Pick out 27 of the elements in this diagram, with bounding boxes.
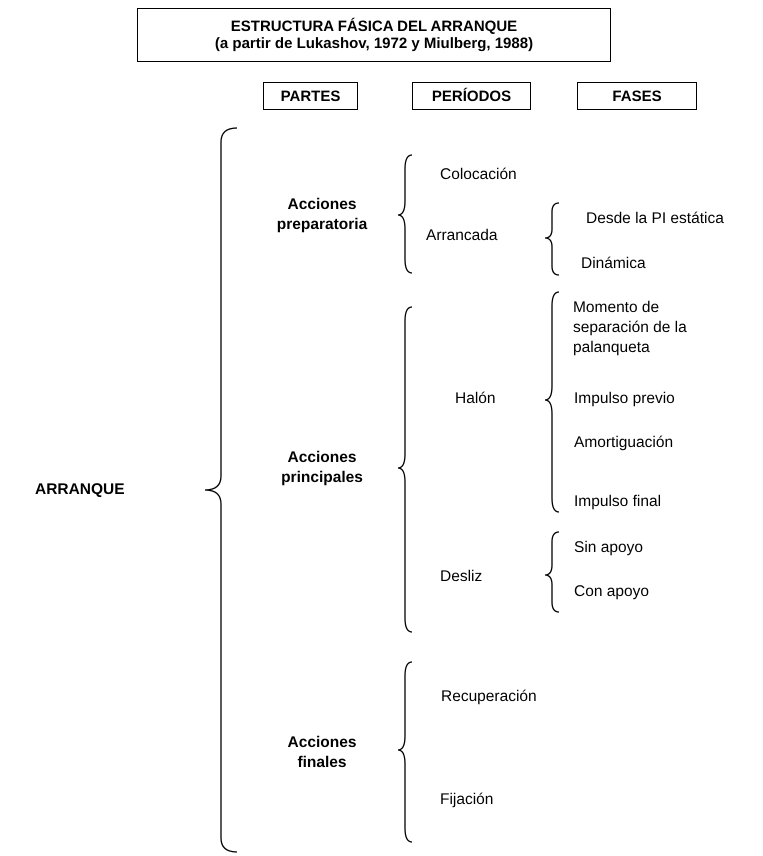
phase-label: Halón bbox=[455, 389, 496, 409]
title-box bbox=[137, 8, 611, 62]
phase-label: Desliz bbox=[440, 567, 482, 587]
phase-label: Con apoyo bbox=[574, 582, 649, 602]
column-header-box bbox=[412, 82, 531, 110]
column-header-box bbox=[577, 82, 697, 110]
category-label: Acciones principales bbox=[280, 448, 364, 488]
title: ESTRUCTURA FÁSICA DEL ARRANQUE bbox=[230, 18, 518, 35]
phase-label: Amortiguación bbox=[574, 433, 674, 453]
phase-label: Desde la PI estática bbox=[586, 209, 724, 229]
category-label: ARRANQUE bbox=[35, 480, 125, 500]
column-header-box bbox=[263, 82, 358, 110]
phase-label: Momento de separación de la palanqueta bbox=[573, 298, 688, 358]
category-label: Acciones finales bbox=[286, 733, 358, 774]
phase-label: Impulso previo bbox=[574, 389, 675, 409]
column-header: PARTES bbox=[280, 88, 340, 104]
phase-label: Impulso final bbox=[574, 492, 662, 512]
phase-label: Fijación bbox=[440, 790, 494, 810]
column-header: PERÍODOS bbox=[432, 88, 512, 104]
phase-label: Sin apoyo bbox=[574, 538, 643, 558]
column-header: FASES bbox=[612, 88, 662, 104]
phase-label: Recuperación bbox=[441, 687, 537, 707]
subtitle: (a partir de Lukashov, 1972 y Miulberg, 1988) bbox=[214, 35, 534, 52]
phase-label: Colocación bbox=[440, 165, 517, 185]
phase-label: Dinámica bbox=[581, 254, 646, 274]
category-label: Acciones preparatoria bbox=[276, 195, 368, 236]
phase-label: Arrancada bbox=[426, 226, 498, 246]
